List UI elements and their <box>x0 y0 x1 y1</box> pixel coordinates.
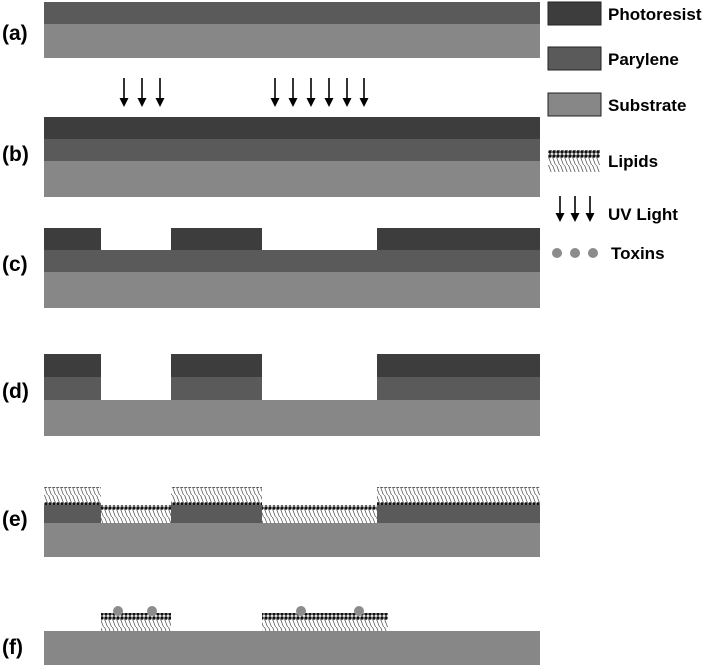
step-label-a: (a) <box>2 22 28 45</box>
step-label-c: (c) <box>2 253 28 276</box>
substrate-layer <box>44 161 540 197</box>
step-d-stack <box>44 354 540 436</box>
photoresist-block <box>44 228 101 250</box>
toxin-particle <box>354 606 364 616</box>
legend-item-toxins: Toxins <box>552 244 665 263</box>
legend-label-lipids: Lipids <box>608 152 658 171</box>
photoresist-layer <box>44 117 540 139</box>
toxin-particle <box>296 606 306 616</box>
uv-arrow <box>119 78 129 107</box>
photoresist-swatch <box>547 1 602 26</box>
parylene-swatch <box>547 46 602 71</box>
substrate-swatch <box>547 92 602 117</box>
photoresist-block <box>377 228 540 250</box>
lipid-bilayer <box>44 487 101 505</box>
parylene-block <box>44 377 101 400</box>
lipid-bilayer-icon <box>548 150 600 172</box>
toxin-dots-icon <box>552 248 598 258</box>
legend-item-lipids: Lipids <box>548 150 658 172</box>
step-a-stack <box>44 2 540 58</box>
step-label-f: (f) <box>2 636 23 659</box>
legend: Photoresist Parylene Substrate Lipids UV… <box>547 1 702 263</box>
step-label-e: (e) <box>2 508 28 531</box>
legend-label-toxins: Toxins <box>611 244 665 263</box>
uv-arrow <box>306 78 316 107</box>
substrate-layer <box>44 272 540 308</box>
step-label-d: (d) <box>2 380 29 403</box>
substrate-layer <box>44 24 540 58</box>
substrate-layer <box>44 400 540 436</box>
step-c-stack <box>44 228 540 308</box>
uv-arrow <box>270 78 280 107</box>
legend-label-parylene: Parylene <box>608 50 679 69</box>
uv-arrows-icon <box>555 196 595 222</box>
parylene-block <box>171 377 262 400</box>
legend-label-photoresist: Photoresist <box>608 5 702 24</box>
photoresist-block <box>377 354 540 377</box>
lipid-bilayer <box>101 505 171 523</box>
uv-arrow <box>342 78 352 107</box>
lipid-bilayer <box>377 487 540 505</box>
parylene-block <box>44 505 101 523</box>
legend-label-uv-light: UV Light <box>608 205 678 224</box>
lipid-bilayer <box>171 487 262 505</box>
lipid-bilayer <box>262 505 377 523</box>
uv-arrow <box>324 78 334 107</box>
uv-light-arrows <box>119 78 369 107</box>
legend-item-uv-light: UV Light <box>555 196 678 224</box>
parylene-block <box>171 505 262 523</box>
parylene-block <box>377 377 540 400</box>
uv-arrow <box>155 78 165 107</box>
parylene-layer <box>44 2 540 24</box>
step-b-stack <box>44 117 540 197</box>
parylene-layer <box>44 139 540 161</box>
uv-arrow <box>359 78 369 107</box>
uv-arrow <box>288 78 298 107</box>
legend-item-parylene: Parylene <box>547 46 679 71</box>
legend-item-substrate: Substrate <box>547 92 686 117</box>
step-label-b: (b) <box>2 143 29 166</box>
photoresist-block <box>171 354 262 377</box>
toxin-particle <box>147 606 157 616</box>
parylene-block <box>377 505 540 523</box>
substrate-layer <box>44 631 540 665</box>
photoresist-block <box>44 354 101 377</box>
legend-item-photoresist: Photoresist <box>547 1 702 26</box>
toxin-particle <box>113 606 123 616</box>
lipid-bilayer <box>262 613 388 631</box>
legend-label-substrate: Substrate <box>608 96 686 115</box>
substrate-layer <box>44 523 540 557</box>
step-f-stack <box>44 606 540 665</box>
parylene-layer <box>44 250 540 272</box>
lipid-bilayer <box>101 613 171 631</box>
uv-arrow <box>137 78 147 107</box>
step-e-stack <box>44 487 540 557</box>
photoresist-block <box>171 228 262 250</box>
